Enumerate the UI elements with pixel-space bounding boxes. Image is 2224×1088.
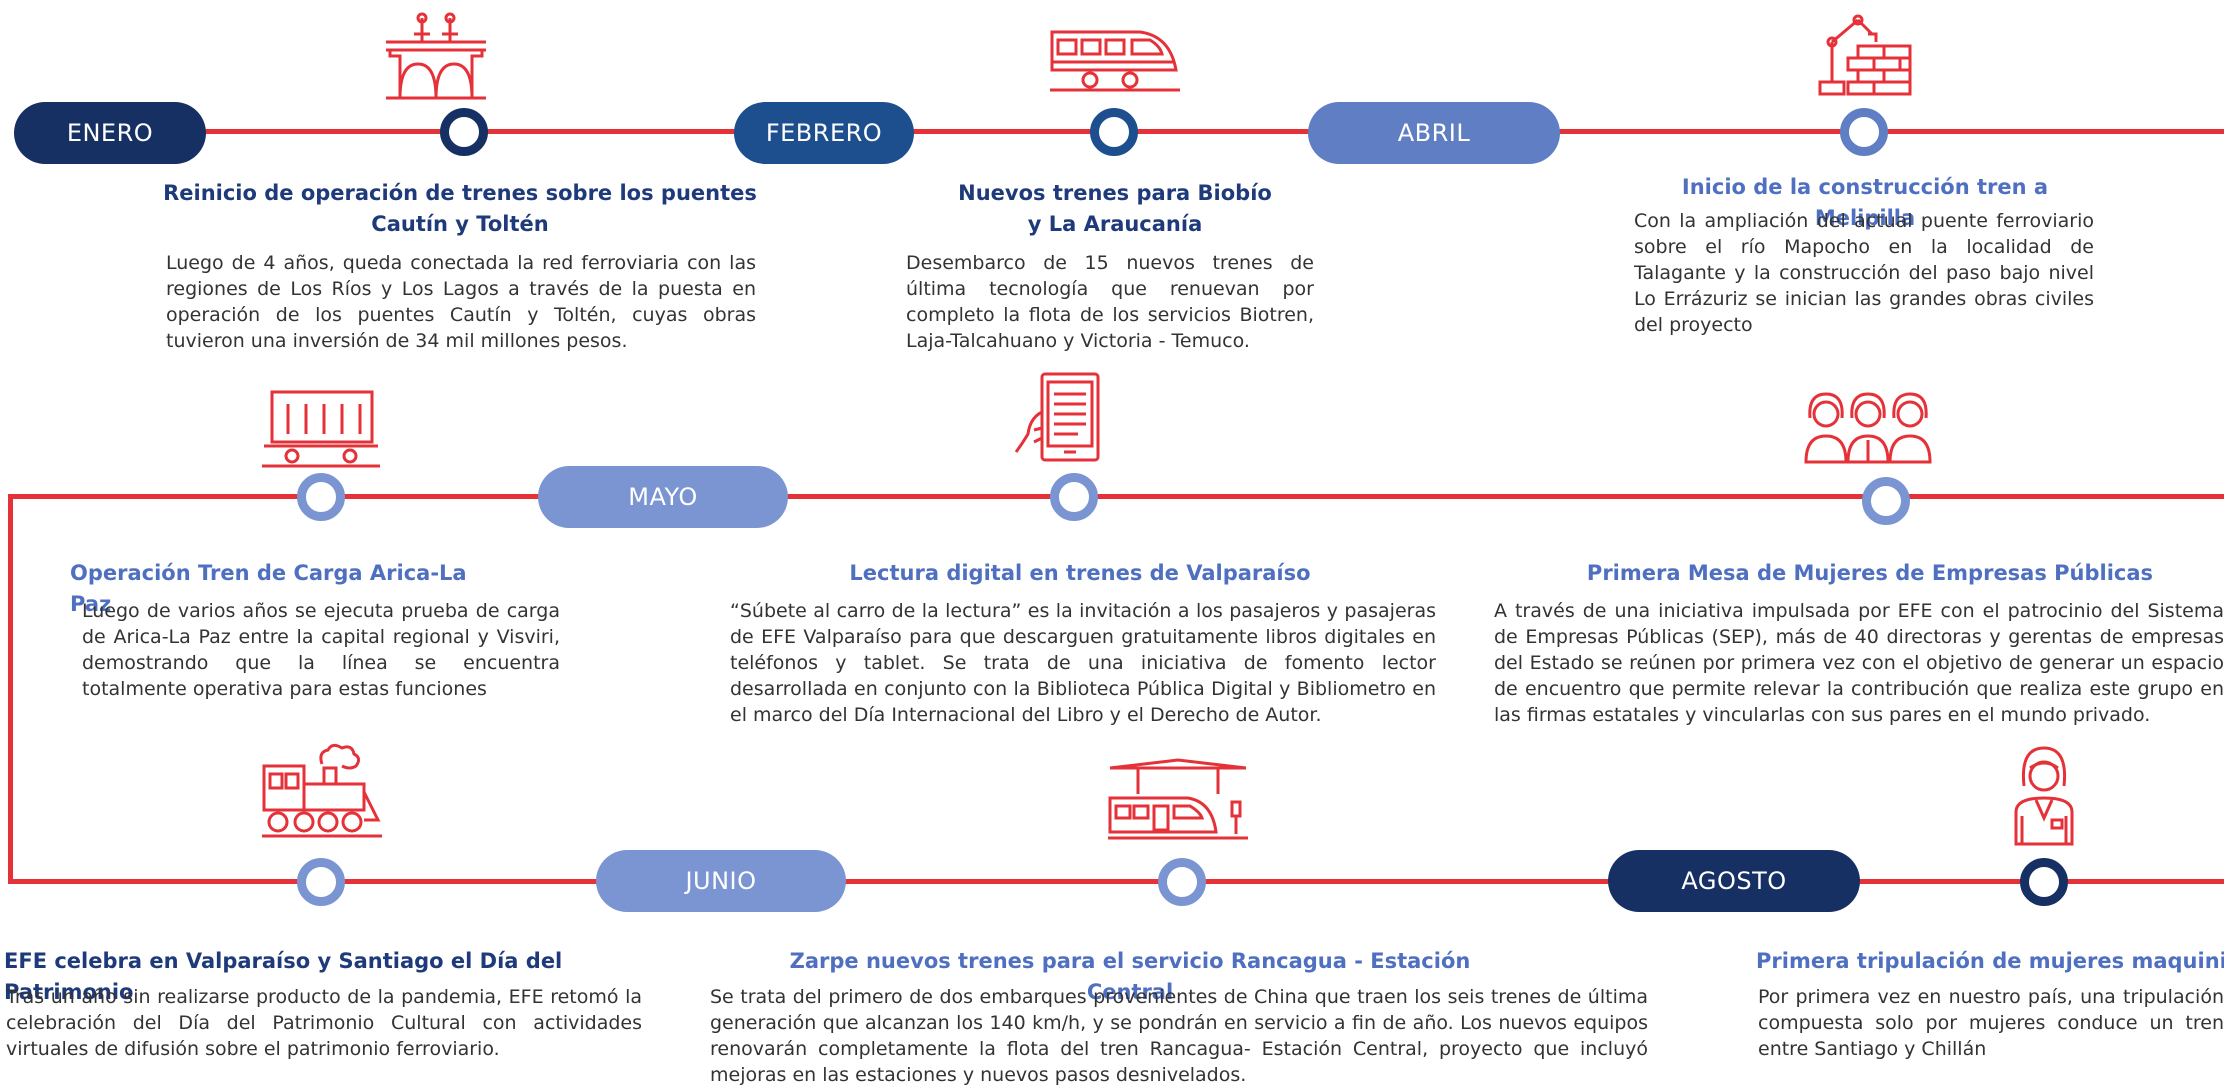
event-title-patrimonio: EFE celebra en Valparaíso y Santiago el …: [4, 949, 563, 1004]
event-title-maquinistas: Primera tripulación de mujeres maquinist…: [1756, 949, 2224, 973]
bridge-icon: [386, 12, 486, 102]
timeline-dot-rancagua: [1158, 858, 1206, 906]
month-pill-abril: ABRIL: [1308, 102, 1560, 164]
event-text-melipilla: Con la ampliación del actual puente ferr…: [1634, 210, 2094, 336]
timeline-line-row3: [8, 879, 2224, 884]
event-text-puentes: Luego de 4 años, queda conectada la red …: [166, 252, 756, 352]
timeline-dot-puentes: [440, 108, 488, 156]
event-title-rancagua: Zarpe nuevos trenes para el servicio Ran…: [789, 949, 1471, 1004]
event-text-lectura: “Súbete al carro de la lectura” es la in…: [730, 600, 1436, 726]
event-text-maquinistas: Por primera vez en nuestro país, una tri…: [1758, 986, 2224, 1060]
timeline-connector-left: [8, 494, 13, 884]
cargo-wagon-icon: [262, 388, 380, 468]
timeline-dot-arica: [297, 473, 345, 521]
timeline-dot-biobio: [1090, 108, 1138, 156]
steam-locomotive-icon: [262, 743, 382, 840]
timeline-dot-lectura: [1050, 473, 1098, 521]
event-title-puentes: Reinicio de operación de trenes sobre lo…: [150, 178, 770, 240]
month-pill-febrero: FEBRERO: [734, 102, 914, 164]
event-title-biobio: Nuevos trenes para Biobío y La Araucanía: [900, 178, 1330, 240]
woman-driver-icon: [2012, 746, 2076, 846]
month-pill-enero: ENERO: [14, 102, 206, 164]
event-text-rancagua: Se trata del primero de dos embarques pr…: [710, 986, 1648, 1086]
tablet-icon: [1012, 372, 1112, 464]
event-title-puentes-line1: Reinicio de operación de trenes sobre lo…: [163, 181, 757, 205]
timeline-dot-maquinistas: [2020, 858, 2068, 906]
women-group-icon: [1804, 390, 1934, 464]
construction-icon: [1814, 12, 1914, 96]
timeline-line-row2: [8, 494, 2224, 499]
event-text-arica: Luego de varios años se ejecuta prueba d…: [82, 600, 560, 700]
event-title-mujeres: Primera Mesa de Mujeres de Empresas Públ…: [1586, 561, 2154, 585]
month-pill-junio: JUNIO: [596, 850, 846, 912]
event-title-puentes-line2: Cautín y Toltén: [371, 212, 549, 236]
event-title-biobio-line1: Nuevos trenes para Biobío: [958, 181, 1272, 205]
event-text-mujeres: A través de una iniciativa impulsada por…: [1494, 600, 2224, 726]
timeline-dot-melipilla: [1840, 108, 1888, 156]
month-pill-mayo: MAYO: [538, 466, 788, 528]
month-pill-agosto: AGOSTO: [1608, 850, 1860, 912]
station-train-icon: [1108, 758, 1248, 842]
timeline-line-row1: [140, 129, 2224, 134]
event-title-arica: Operación Tren de Carga Arica-La Paz: [70, 561, 467, 616]
event-title-lectura: Lectura digital en trenes de Valparaíso: [849, 561, 1311, 585]
event-text-biobio: Desembarco de 15 nuevos trenes de última…: [906, 252, 1314, 352]
event-text-patrimonio: Tras un año sin realizarse producto de l…: [6, 986, 642, 1060]
event-title-biobio-line2: y La Araucanía: [1027, 212, 1203, 236]
timeline-dot-mujeres: [1862, 477, 1910, 525]
event-title-melipilla: Inicio de la construcción tren a Melipil…: [1681, 175, 2049, 230]
timeline-dot-patrimonio: [297, 858, 345, 906]
train-icon: [1050, 26, 1180, 96]
